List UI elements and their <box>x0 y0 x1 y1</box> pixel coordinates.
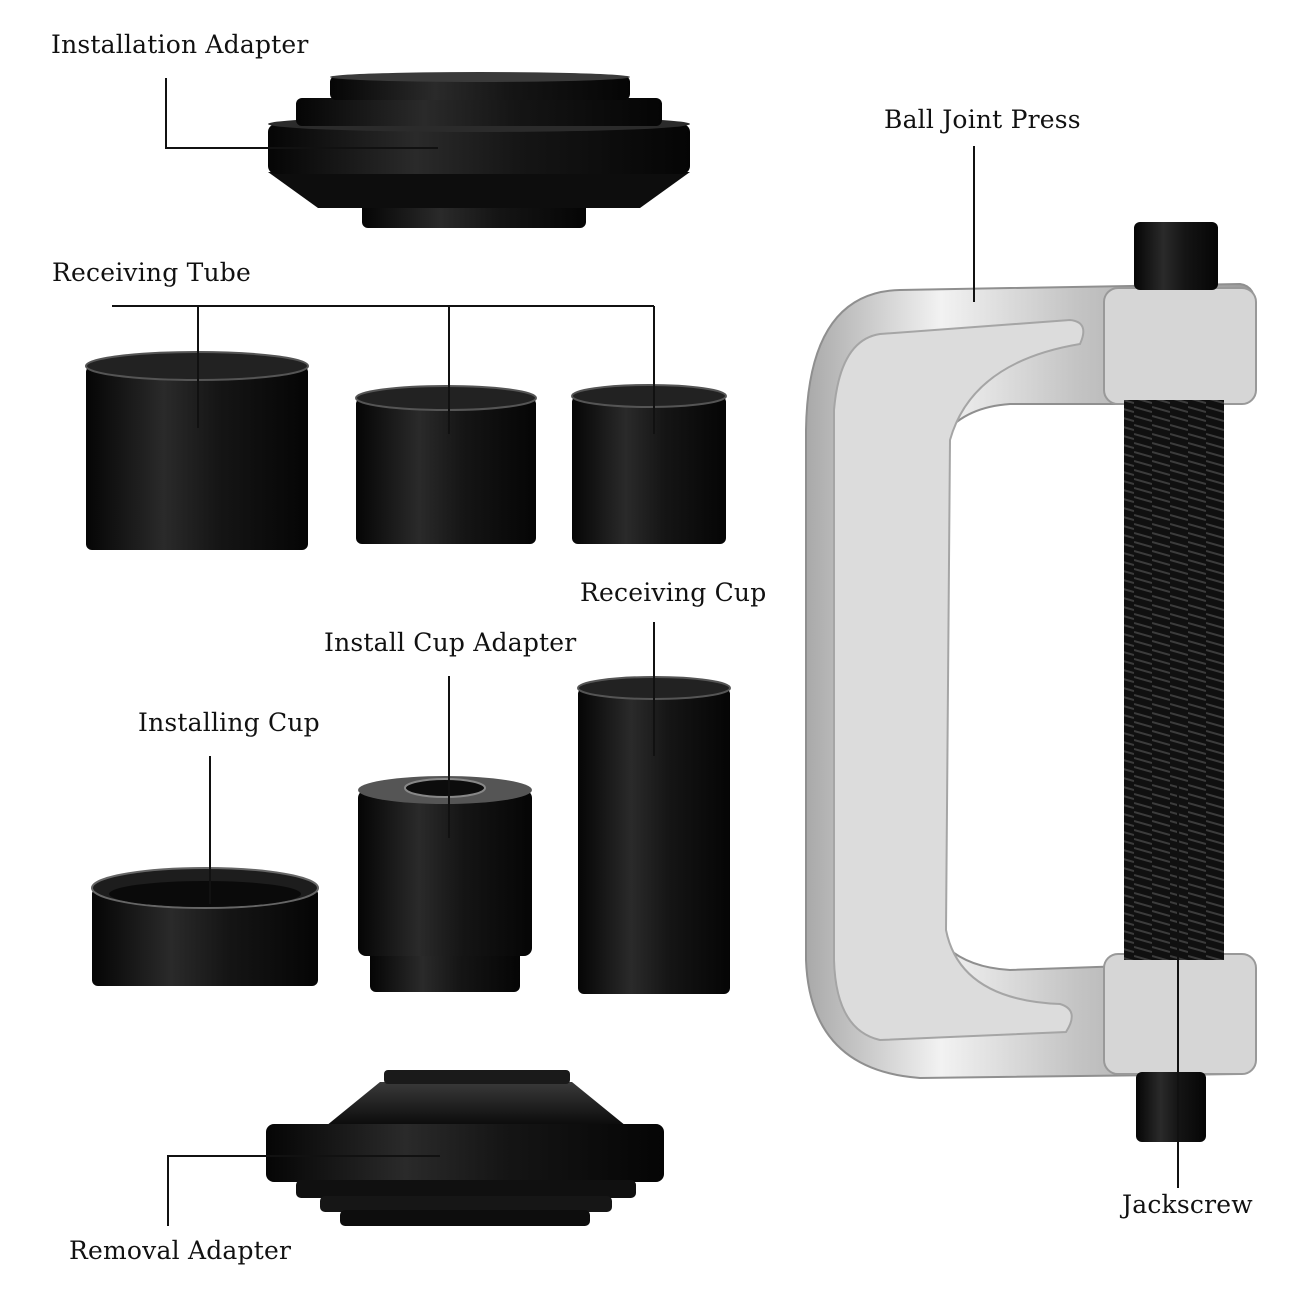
label-installing-cup: Installing Cup <box>138 708 320 737</box>
leader-lines <box>112 78 1179 1226</box>
label-install-cup-adapter: Install Cup Adapter <box>324 628 577 657</box>
receiving-tube-small <box>571 384 727 544</box>
label-jackscrew: Jackscrew <box>1122 1190 1253 1219</box>
label-receiving-tube: Receiving Tube <box>52 258 251 287</box>
label-installation-adapter: Installation Adapter <box>51 30 309 59</box>
receiving-tube-medium <box>355 385 537 544</box>
install-cup-adapter-part <box>358 776 532 992</box>
leader-removal-adapter <box>167 1155 440 1226</box>
label-receiving-cup: Receiving Cup <box>580 578 767 607</box>
removal-adapter-part <box>266 1070 664 1226</box>
leader-installation-adapter <box>165 78 438 149</box>
jackscrew-part <box>1124 222 1224 1142</box>
installation-adapter-part <box>268 72 690 228</box>
installing-cup-part <box>91 867 319 986</box>
ball-joint-press-part <box>805 282 1257 1080</box>
label-removal-adapter: Removal Adapter <box>69 1236 292 1265</box>
label-ball-joint-press: Ball Joint Press <box>884 105 1081 134</box>
